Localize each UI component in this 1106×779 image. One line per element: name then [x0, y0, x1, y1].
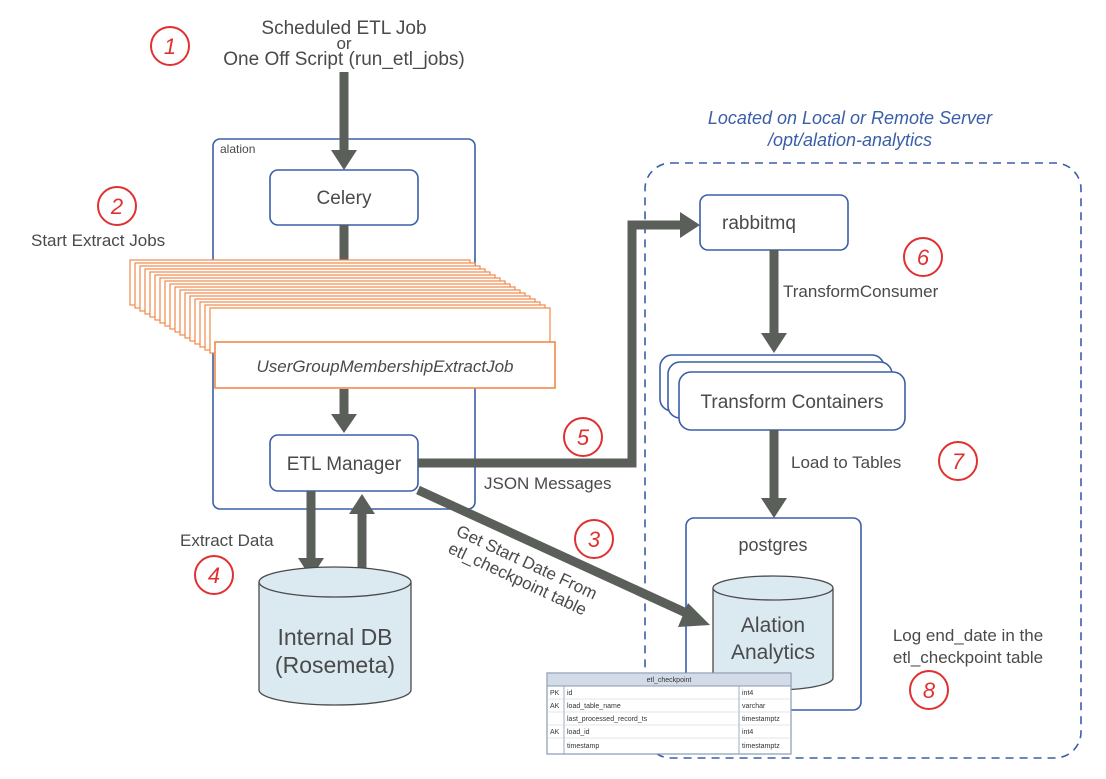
internal-db-line-2: (Rosemeta) — [275, 652, 395, 678]
analytics-line-2: Analytics — [731, 641, 815, 664]
server-label-line-2: /opt/alation-analytics — [766, 130, 932, 150]
step-2-number: 2 — [110, 194, 123, 219]
step-4-number: 4 — [208, 563, 220, 588]
etl-checkpoint-table: etl_checkpoint PK id int4 AK load_table_… — [546, 672, 792, 755]
table-row: AK load_table_name varchar — [547, 703, 791, 713]
row-type: int4 — [742, 690, 753, 697]
row-name: id — [567, 690, 573, 697]
trigger-line-3: One Off Script (run_etl_jobs) — [223, 49, 464, 70]
trigger-line-2: or — [336, 34, 351, 53]
trigger-line-1: Scheduled ETL Job — [261, 18, 426, 39]
step-1-number: 1 — [164, 34, 176, 59]
transform-containers-label: Transform Containers — [700, 392, 883, 413]
row-type: varchar — [742, 703, 766, 710]
start-extract-label: Start Extract Jobs — [31, 231, 165, 250]
row-name: load_id — [567, 729, 590, 736]
internal-db-cylinder — [258, 566, 412, 706]
log-end-line-2: etl_checkpoint table — [893, 648, 1043, 667]
step-5-number: 5 — [577, 425, 590, 450]
rabbitmq-label: rabbitmq — [722, 213, 796, 234]
alation-label: alation — [220, 142, 255, 156]
row-key: PK — [550, 690, 560, 697]
row-type: timestamptz — [742, 716, 780, 723]
transform-containers-stack — [659, 354, 906, 431]
extract-job-stack — [129, 259, 556, 389]
row-type: timestamptz — [742, 743, 780, 750]
step-1-badge: 1 — [150, 26, 190, 66]
row-name: load_table_name — [567, 703, 621, 710]
server-label-line-1: Located on Local or Remote Server — [708, 108, 993, 128]
load-to-tables-label: Load to Tables — [791, 453, 901, 472]
row-key: AK — [550, 703, 560, 710]
step-3-number: 3 — [588, 527, 601, 552]
table-row: PK id int4 — [547, 690, 791, 700]
etl-manager-label: ETL Manager — [287, 454, 402, 475]
table-row: timestamp timestamptz — [567, 743, 780, 750]
table-row: last_processed_record_ts timestamptz — [547, 716, 791, 726]
step-2-badge: 2 — [97, 186, 137, 226]
step-7-badge: 7 — [938, 441, 978, 481]
row-type: int4 — [742, 729, 753, 736]
step-3-badge: 3 — [574, 519, 614, 559]
postgres-label: postgres — [738, 535, 807, 555]
transform-consumer-label: TransformConsumer — [783, 282, 939, 301]
row-key: AK — [550, 729, 560, 736]
table-row: AK load_id int4 — [547, 729, 791, 739]
step-6-number: 6 — [917, 245, 930, 270]
json-messages-label: JSON Messages — [484, 474, 612, 493]
row-name: last_processed_record_ts — [567, 716, 648, 723]
analytics-line-1: Alation — [741, 614, 805, 637]
internal-db-line-1: Internal DB — [277, 624, 392, 650]
step-7-number: 7 — [952, 449, 965, 474]
step-4-badge: 4 — [194, 555, 234, 595]
extract-job-label: UserGroupMembershipExtractJob — [257, 357, 514, 376]
row-name: timestamp — [567, 743, 599, 750]
step-8-number: 8 — [923, 678, 936, 703]
step-5-badge: 5 — [563, 417, 603, 457]
step-8-badge: 8 — [909, 670, 949, 710]
step-6-badge: 6 — [903, 237, 943, 277]
extract-data-label: Extract Data — [180, 531, 274, 550]
etl-checkpoint-title: etl_checkpoint — [647, 677, 692, 684]
celery-label: Celery — [317, 188, 372, 209]
log-end-line-1: Log end_date in the — [893, 626, 1043, 645]
